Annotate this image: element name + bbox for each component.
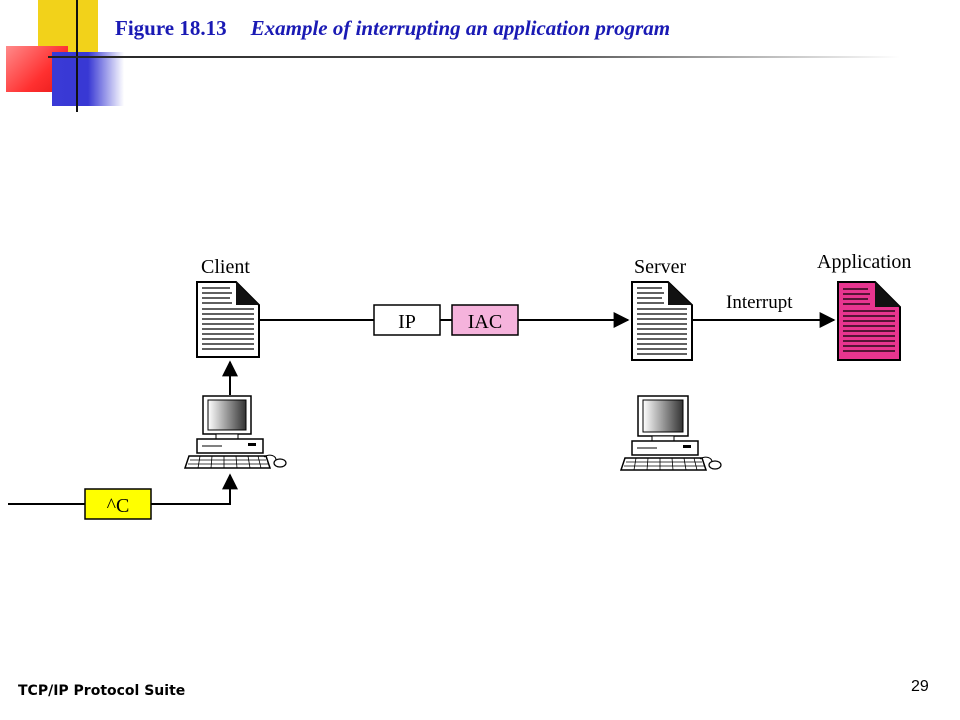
server-label: Server bbox=[634, 256, 687, 278]
interrupt-label: Interrupt bbox=[726, 292, 793, 313]
decor-yellow-square bbox=[38, 0, 98, 52]
ctrl-c-to-computer-arrow bbox=[151, 473, 238, 505]
ip-packet-label: IP bbox=[398, 311, 416, 333]
figure-title: Figure 18.13 Example of interrupting an a… bbox=[115, 16, 670, 41]
application-label: Application bbox=[817, 251, 911, 273]
page-number: 29 bbox=[911, 678, 929, 695]
client-label: Client bbox=[201, 256, 250, 278]
server-document-icon bbox=[631, 281, 693, 361]
application-document-icon bbox=[837, 281, 901, 361]
figure-caption: Example of interrupting an application p… bbox=[250, 16, 671, 40]
server-computer-icon bbox=[619, 395, 722, 471]
figure-number: Figure 18.13 bbox=[115, 16, 227, 40]
decor-blue-square bbox=[52, 52, 124, 106]
client-document-icon bbox=[196, 281, 260, 358]
footer-suite-name: TCP/IP Protocol Suite bbox=[18, 683, 186, 699]
ctrl-c-label: ^C bbox=[107, 495, 130, 517]
client-computer-icon bbox=[183, 395, 287, 469]
decor-horizontal-line bbox=[48, 56, 900, 58]
iac-packet-label: IAC bbox=[468, 311, 502, 333]
ctrl-c-box bbox=[84, 488, 152, 520]
